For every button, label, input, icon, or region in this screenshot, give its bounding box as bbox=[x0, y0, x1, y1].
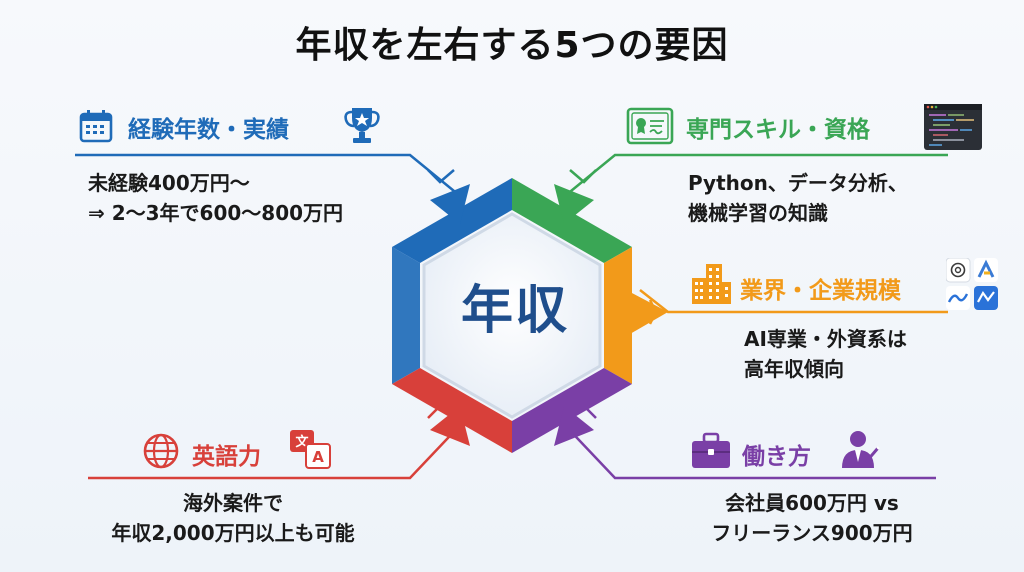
globe-icon bbox=[142, 432, 180, 470]
desc-experience-line-1: 未経験400万円〜 bbox=[88, 171, 250, 195]
desc-experience: 未経験400万円〜 ⇒ 2〜3年で600〜800万円 bbox=[88, 168, 343, 228]
desc-english-line-1: 海外案件で bbox=[183, 491, 283, 515]
calendar-icon bbox=[78, 108, 114, 144]
desc-industry: AI専業・外資系は 高年収傾向 bbox=[744, 324, 907, 384]
hex-segment-experience bbox=[392, 178, 512, 263]
heading-experience: 経験年数・実績 bbox=[128, 117, 289, 143]
desc-workstyle: 会社員600万円 vs フリーランス900万円 bbox=[702, 488, 922, 548]
arrow-experience bbox=[430, 184, 470, 224]
code-editor-icon bbox=[924, 104, 982, 150]
desc-experience-line-2: ⇒ 2〜3年で600〜800万円 bbox=[88, 201, 344, 225]
connector-skills bbox=[559, 153, 948, 201]
ai-company-logos-icon bbox=[945, 257, 998, 310]
briefcase-icon bbox=[690, 432, 732, 470]
arrow-industry bbox=[630, 292, 668, 334]
center-label: 年収 bbox=[460, 281, 569, 341]
hex-segment-workstyle bbox=[512, 368, 632, 453]
svg-text:A: A bbox=[312, 448, 324, 466]
hex-segment-industry bbox=[604, 247, 632, 384]
arrow-skills bbox=[554, 184, 594, 224]
connector-experience bbox=[75, 153, 466, 201]
arrow-english bbox=[430, 406, 470, 446]
desc-workstyle-line-2: フリーランス900万円 bbox=[711, 521, 913, 545]
heading-workstyle: 働き方 bbox=[742, 444, 811, 470]
desc-english: 海外案件で 年収2,000万円以上も可能 bbox=[88, 488, 378, 548]
desc-industry-line-2: 高年収傾向 bbox=[744, 357, 844, 381]
certificate-icon bbox=[626, 106, 674, 146]
desc-skills: Python、データ分析、 機械学習の知識 bbox=[688, 168, 908, 228]
desc-english-line-2: 年収2,000万円以上も可能 bbox=[111, 521, 355, 545]
hex-segment-experience-left bbox=[392, 247, 420, 384]
heading-english: 英語力 bbox=[192, 444, 261, 470]
freelancer-icon bbox=[840, 428, 880, 470]
desc-industry-line-1: AI専業・外資系は bbox=[744, 327, 907, 351]
translate-icon: 文 A bbox=[290, 430, 332, 470]
desc-skills-line-1: Python、データ分析、 bbox=[688, 171, 908, 195]
buildings-icon bbox=[690, 262, 732, 306]
hex-segment-english bbox=[392, 368, 512, 453]
trophy-icon bbox=[342, 104, 382, 146]
desc-workstyle-line-1: 会社員600万円 vs bbox=[725, 491, 899, 515]
hex-segment-skills bbox=[512, 178, 632, 263]
arrow-workstyle bbox=[554, 406, 594, 446]
heading-industry: 業界・企業規模 bbox=[740, 278, 901, 304]
desc-skills-line-2: 機械学習の知識 bbox=[688, 201, 828, 225]
heading-skills: 専門スキル・資格 bbox=[686, 117, 870, 143]
page-title: 年収を左右する5つの要因 bbox=[295, 25, 729, 66]
center-hexagon bbox=[422, 212, 602, 419]
